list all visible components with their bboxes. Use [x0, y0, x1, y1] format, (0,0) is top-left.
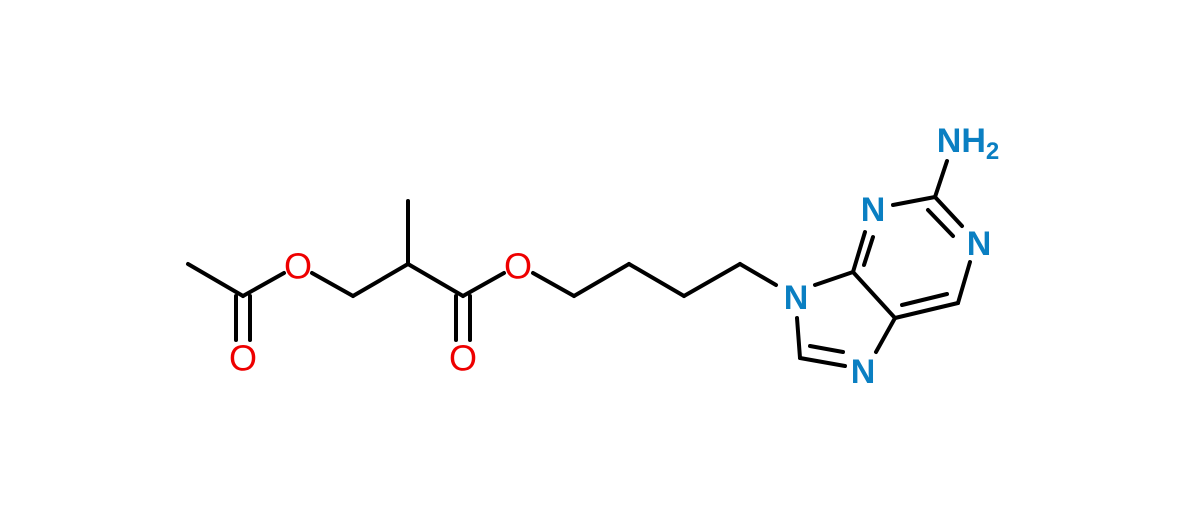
nitrogen-label: N: [967, 225, 992, 263]
oxygen-label: O: [449, 338, 477, 379]
oxygen-label: O: [504, 246, 532, 287]
amine-subscript: 2: [986, 138, 999, 165]
oxygen-label: O: [284, 246, 312, 287]
nitrogen-label: N: [861, 191, 886, 229]
amine-label: NH2: [937, 122, 999, 165]
amine-text: NH: [937, 122, 986, 160]
nitrogen-label: N: [851, 353, 876, 391]
bonds: [186, 159, 972, 368]
nitrogen-label: N: [784, 279, 809, 317]
oxygen-label: O: [229, 338, 257, 379]
atom-labels: O O O O N N N N NH2: [229, 122, 999, 391]
